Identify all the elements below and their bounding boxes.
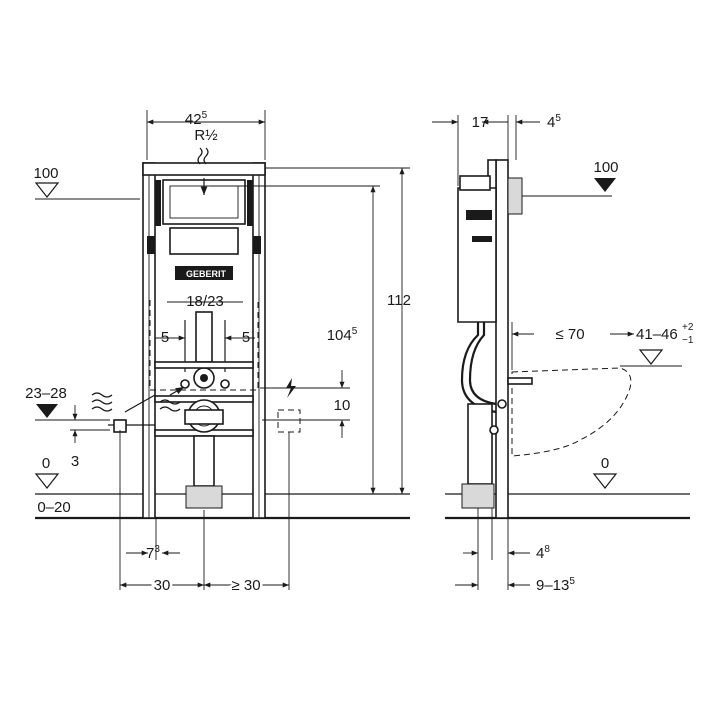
range-right-sup-bot: −1 bbox=[682, 335, 694, 346]
side-view-frame bbox=[457, 159, 632, 519]
dim-side-bottom: 48 9–135 bbox=[455, 508, 575, 594]
water-symbols bbox=[91, 386, 185, 412]
brand-plate bbox=[175, 266, 233, 280]
bottom-right: ≥ 30 bbox=[231, 577, 260, 594]
dim-bottom-front: 73 30 ≥ 30 bbox=[119, 430, 290, 597]
bottom-small-main-side: 4 bbox=[536, 545, 544, 562]
bottom-left: 30 bbox=[154, 577, 171, 594]
level-right-group: 100 bbox=[522, 159, 619, 197]
bottom-small-main: 7 bbox=[146, 545, 154, 562]
dim-electrical: 10 bbox=[260, 370, 350, 438]
width-sup: 5 bbox=[202, 110, 208, 121]
floor-range: 0–20 bbox=[37, 499, 70, 516]
dim-width: 425 bbox=[146, 110, 266, 160]
svg-text:425: 425 bbox=[185, 110, 208, 128]
dim-side-mid: ≤ 70 41–46 +2 −1 bbox=[511, 322, 694, 370]
floor-lines bbox=[35, 493, 690, 520]
bottom-range-sup: 5 bbox=[569, 576, 575, 587]
clearance: ≤ 70 bbox=[555, 326, 584, 343]
brand-logo: GEBERIT bbox=[186, 269, 227, 279]
level-right: 100 bbox=[593, 159, 618, 176]
svg-text:41–46: 41–46 bbox=[636, 326, 678, 343]
bottom-small-sup: 3 bbox=[154, 544, 160, 555]
bottom-range-main: 9–13 bbox=[536, 577, 569, 594]
offset-top-sup: 5 bbox=[555, 113, 561, 124]
range-right-sup-top: +2 bbox=[682, 322, 694, 333]
svg-text:1045: 1045 bbox=[327, 326, 358, 344]
svg-text:73: 73 bbox=[146, 544, 160, 562]
range-right-main: 41–46 bbox=[636, 326, 678, 343]
bottom-small-sup-side: 8 bbox=[544, 544, 550, 555]
range-left-group: 23–28 3 bbox=[25, 385, 110, 470]
height-total: 112 bbox=[387, 292, 411, 309]
dim-side-top: 17 45 bbox=[432, 113, 561, 186]
side-offset-left: 5 bbox=[161, 329, 169, 346]
zero-right-group: 0 bbox=[592, 455, 618, 489]
range-left: 23–28 bbox=[25, 385, 67, 402]
dim-heights: 112 1045 bbox=[210, 167, 411, 494]
svg-text:45: 45 bbox=[547, 113, 561, 131]
svg-text:48: 48 bbox=[536, 544, 550, 562]
side-offset-right: 5 bbox=[242, 329, 250, 346]
gap-right: 10 bbox=[334, 397, 351, 414]
svg-text:9–135: 9–135 bbox=[536, 576, 575, 594]
pipe-connection: R½ bbox=[194, 127, 218, 195]
level-left-group: 100 bbox=[33, 165, 140, 200]
height-inner-sup: 5 bbox=[352, 326, 358, 337]
pipe-label: R½ bbox=[194, 127, 218, 144]
height-inner-main: 104 bbox=[327, 327, 352, 344]
dim-spacing: 18/23 5 5 bbox=[155, 293, 255, 346]
depth-main: 17 bbox=[472, 114, 489, 131]
zero-left-group: 0 0–20 bbox=[34, 455, 71, 516]
zero-left: 0 bbox=[42, 455, 50, 472]
front-view-frame: GEBERIT bbox=[108, 162, 301, 519]
zero-right: 0 bbox=[601, 455, 609, 472]
width-main: 42 bbox=[185, 111, 202, 128]
level-left: 100 bbox=[33, 165, 58, 182]
offset-left: 3 bbox=[71, 453, 79, 470]
spacing-top: 18/23 bbox=[186, 293, 224, 310]
offset-top-main: 4 bbox=[547, 114, 555, 131]
